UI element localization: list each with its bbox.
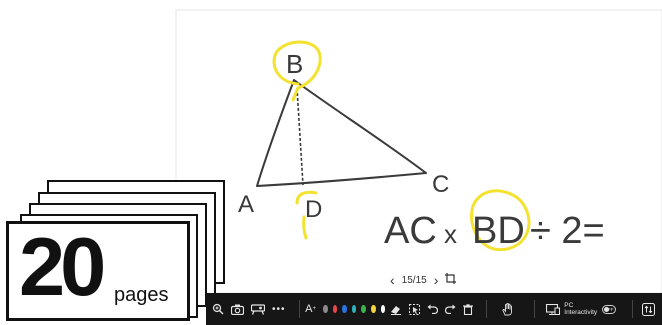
formula-times: x (444, 219, 457, 249)
page-indicator: 15/15 (401, 274, 427, 286)
trash-icon[interactable] (463, 299, 474, 319)
whiteboard-page (175, 9, 662, 294)
screen-icon[interactable] (546, 299, 561, 319)
pc-interactivity-label: PC Interactivity (564, 302, 598, 316)
formula-bd: BD (472, 210, 525, 252)
page-count-unit: pages (114, 284, 169, 306)
chevron-left-icon[interactable]: ‹ (390, 272, 395, 288)
highlight-d-mark (295, 190, 318, 240)
toolbar-divider (298, 300, 300, 318)
eraser-icon[interactable] (390, 299, 402, 319)
label-c: C (432, 171, 449, 198)
color-swatch-red[interactable] (332, 305, 338, 313)
crop-icon[interactable] (445, 273, 457, 287)
select-icon[interactable] (409, 299, 421, 319)
highlight-bd-circle (470, 189, 531, 252)
projector-icon[interactable] (251, 299, 265, 319)
highlight-b-circle (272, 40, 322, 102)
label-b: B (286, 49, 303, 79)
bottom-toolbar: ••• A+ PC Interactivity OFF (206, 293, 662, 325)
more-icon[interactable]: ••• (272, 303, 286, 315)
color-swatch-yellow[interactable] (370, 305, 376, 313)
color-swatch-gray[interactable] (322, 305, 328, 313)
toolbar-divider (632, 300, 634, 318)
color-swatch-white[interactable] (380, 305, 386, 313)
undo-icon[interactable] (427, 299, 439, 319)
formula-ac: AC (384, 210, 437, 252)
camera-icon[interactable] (231, 299, 244, 319)
hand-icon[interactable] (501, 299, 514, 319)
text-icon[interactable]: A+ (305, 303, 316, 315)
altitude-line (296, 87, 304, 186)
redo-icon[interactable] (445, 299, 456, 319)
toolbar-divider (533, 300, 535, 318)
page-navigation: ‹ 15/15 › (390, 271, 457, 289)
label-d: D (305, 196, 322, 223)
chevron-right-icon[interactable]: › (433, 272, 439, 288)
formula-rest: ÷ 2= (530, 210, 605, 252)
toolbar-divider (486, 300, 487, 318)
zoom-icon[interactable] (212, 299, 224, 319)
pc-interactivity-toggle[interactable]: OFF (602, 304, 617, 314)
toggle-knob (604, 306, 610, 312)
page-stack-card-front (6, 221, 190, 321)
label-a: A (238, 191, 254, 218)
color-swatch-green[interactable] (361, 305, 366, 313)
triangle-drawing (256, 79, 427, 187)
page-count-number: 20 (19, 220, 106, 313)
color-swatch-teal[interactable] (351, 305, 357, 313)
swap-icon[interactable] (642, 299, 656, 319)
color-swatch-blue[interactable] (342, 305, 347, 313)
